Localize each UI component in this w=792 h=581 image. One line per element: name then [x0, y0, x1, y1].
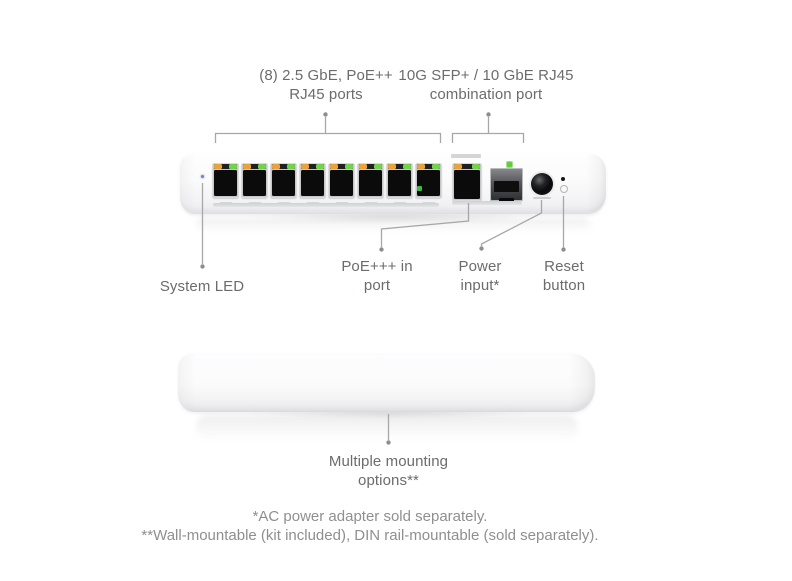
- combo-rj45-port: [452, 163, 482, 201]
- rj45-port: [386, 163, 413, 204]
- callout-label-line: 10G SFP+ / 10 GbE RJ45: [398, 67, 574, 84]
- switch-rear-panel: [180, 152, 606, 214]
- rj45-socket: [330, 170, 353, 196]
- orange-led: [272, 164, 280, 169]
- callout-label-line: Power: [458, 258, 502, 275]
- bracket-rj45-ports: [214, 132, 442, 143]
- reset-icon: [560, 185, 568, 193]
- combo-recess-strip: [452, 201, 522, 205]
- footnote-power-adapter: *AC power adapter sold separately.: [252, 508, 488, 525]
- orange-led: [214, 164, 222, 169]
- green-led: [229, 164, 237, 169]
- orange-led: [388, 164, 396, 169]
- green-led: [258, 164, 266, 169]
- rj45-socket: [454, 170, 480, 199]
- callout-label-line: RJ45 ports: [289, 86, 363, 103]
- green-led: [374, 164, 382, 169]
- rj45-port: [212, 163, 239, 204]
- green-led: [432, 164, 440, 169]
- power-label-mark: [533, 197, 551, 199]
- ports-recess-strip: [213, 203, 439, 207]
- rj45-port: [415, 163, 442, 204]
- dot-system-led: [200, 264, 205, 269]
- footnote-mounting: **Wall-mountable (kit included), DIN rai…: [141, 527, 599, 544]
- dot-rj45-ports: [323, 112, 328, 117]
- callout-label-line: port: [363, 277, 391, 294]
- rj45-socket: [272, 170, 295, 196]
- callout-label-power-input: Power input*: [420, 257, 540, 295]
- callout-label-line: options**: [358, 472, 419, 489]
- callout-label-rj45-ports: (8) 2.5 GbE, PoE++ RJ45 ports: [212, 66, 440, 104]
- dot-power-input: [479, 246, 484, 251]
- rj45-port: [241, 163, 268, 204]
- rj45-socket: [301, 170, 324, 196]
- callout-label-line: (8) 2.5 GbE, PoE++: [259, 67, 393, 84]
- green-led: [287, 164, 295, 169]
- callout-label-system-led: System LED: [132, 277, 272, 296]
- rj45-port: [299, 163, 326, 204]
- orange-led: [359, 164, 367, 169]
- callout-label-poe-in: PoE+++ in port: [317, 257, 437, 295]
- orange-led: [330, 164, 338, 169]
- port8-activity-led: [417, 186, 422, 191]
- callout-label-line: System LED: [159, 278, 245, 295]
- reset-pinhole: [561, 177, 565, 181]
- rj45-socket: [359, 170, 382, 196]
- footnotes: *AC power adapter sold separately. **Wal…: [25, 507, 715, 545]
- combo-port-label-mark: [451, 154, 481, 158]
- orange-led: [454, 164, 462, 169]
- sfp-status-led: [506, 161, 513, 168]
- rj45-socket: [243, 170, 266, 196]
- orange-led: [417, 164, 425, 169]
- callout-label-combination-port: 10G SFP+ / 10 GbE RJ45 combination port: [386, 66, 586, 104]
- green-led: [472, 164, 480, 169]
- callout-label-line: input*: [460, 277, 500, 294]
- callout-label-mounting: Multiple mounting options**: [318, 452, 459, 490]
- rj45-ports-row: [212, 163, 442, 204]
- sfp-plus-cage: [490, 168, 523, 204]
- rj45-socket: [214, 170, 237, 196]
- dc-power-jack: [531, 173, 553, 195]
- rj45-socket: [417, 170, 440, 196]
- rj45-port: [357, 163, 384, 204]
- callout-label-line: Multiple mounting: [328, 453, 449, 470]
- orange-led: [301, 164, 309, 169]
- orange-led: [243, 164, 251, 169]
- dot-reset-button: [561, 247, 566, 252]
- dot-combination-port: [486, 112, 491, 117]
- callout-label-reset-button: Reset button: [504, 257, 624, 295]
- green-led: [345, 164, 353, 169]
- callout-label-line: button: [542, 277, 586, 294]
- rj45-port: [270, 163, 297, 204]
- device-side-reflection: [196, 415, 578, 441]
- rj45-port: [328, 163, 355, 204]
- switch-side-view: [178, 352, 595, 412]
- green-led: [403, 164, 411, 169]
- system-led: [201, 175, 204, 178]
- rj45-socket: [388, 170, 411, 196]
- green-led: [316, 164, 324, 169]
- callout-label-line: combination port: [429, 86, 543, 103]
- bracket-combination-port: [451, 132, 525, 143]
- callout-label-line: Reset: [544, 258, 584, 275]
- dot-poe-in: [379, 247, 384, 252]
- callout-label-line: PoE+++ in: [341, 258, 413, 275]
